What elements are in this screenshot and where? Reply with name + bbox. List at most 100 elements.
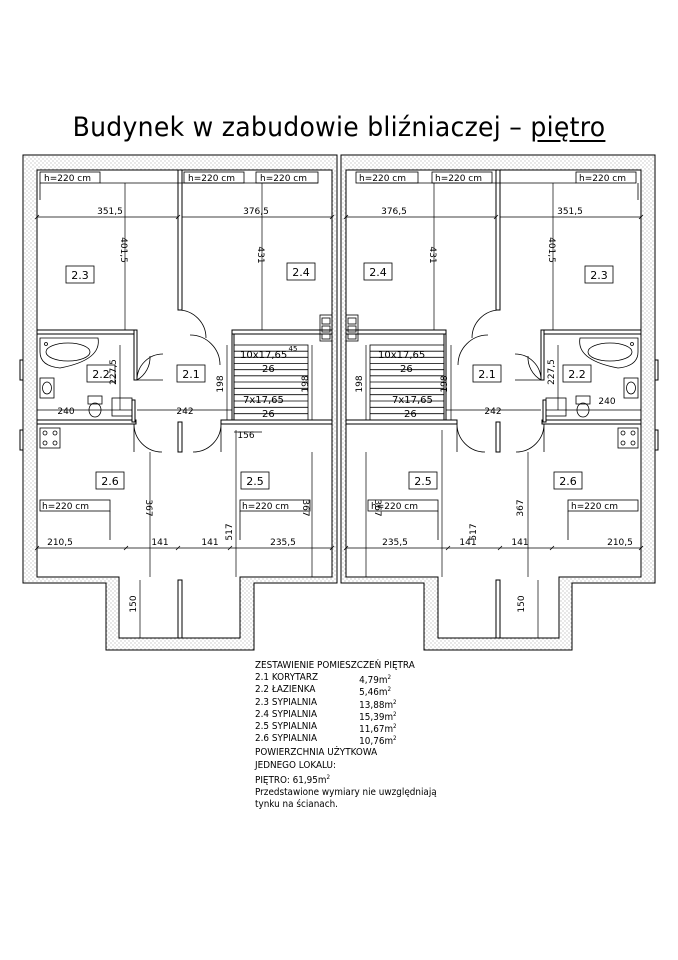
dimension-value: 150 <box>517 595 527 612</box>
room-label: 2.1 <box>478 368 496 381</box>
dimension-value: 242 <box>176 407 193 417</box>
room-area: 5,46m <box>359 687 388 699</box>
room-name: 2.2 ŁAZIENKA <box>255 684 316 696</box>
floor-area-value: PIĘTRO: 61,95m <box>255 774 327 786</box>
plan-title: Budynek w zabudowie bliźniaczej – piętro <box>24 112 655 143</box>
dimension-value: 141 <box>151 538 168 548</box>
dimension-value: 198 <box>355 375 365 392</box>
stair-label: 26 <box>262 409 275 420</box>
left-stairs <box>233 344 309 421</box>
dimension-value: 210,5 <box>47 538 73 548</box>
usable-area-label-2: JEDNEGO LOKALU: <box>255 759 336 771</box>
dimension-value: 150 <box>129 595 139 612</box>
room-label: 2.4 <box>369 266 387 279</box>
ceiling-height-note: h=220 cm <box>359 174 406 184</box>
left-room-label-boxes <box>65 262 316 490</box>
room-name: 2.6 SYPIALNIA <box>255 733 318 745</box>
stair-label: 7x17,65 <box>392 395 433 406</box>
ceiling-height-note: h=220 cm <box>435 174 482 184</box>
dimension-value: 367 <box>143 499 153 516</box>
room-schedule-heading: ZESTAWIENIE POMIESZCZEŃ PIĘTRA <box>255 660 415 671</box>
dimension-value: 367 <box>372 499 382 516</box>
room-name: 2.1 KORYTARZ <box>255 672 319 684</box>
dimension-value: 376,5 <box>243 207 269 217</box>
stair-label: 26 <box>262 364 275 375</box>
left-dimension-lines <box>37 183 332 638</box>
room-label: 2.1 <box>182 368 200 381</box>
dimension-value: 367 <box>300 499 310 516</box>
plan-title-floor: piętro <box>530 112 606 143</box>
right-ceiling-height-notes <box>355 171 639 540</box>
dimension-value: 227,5 <box>109 359 119 385</box>
room-label: 2.5 <box>246 475 264 488</box>
dimension-value: 198 <box>440 375 450 392</box>
room-name: 2.5 SYPIALNIA <box>255 720 318 732</box>
left-interior-walls <box>19 169 333 639</box>
plaster-note-line-2: tynku na ścianach. <box>255 799 338 811</box>
dimension-value: 517 <box>225 523 235 540</box>
left-exterior-wall <box>22 154 338 651</box>
ceiling-height-note: h=220 cm <box>242 502 289 512</box>
dimension-value: 431 <box>255 246 265 263</box>
dimension-value: 210,5 <box>607 538 633 548</box>
area-exponent: 2 <box>387 686 392 694</box>
room-label: 2.4 <box>292 266 310 279</box>
area-exponent: 2 <box>393 698 397 706</box>
ceiling-height-note: h=220 cm <box>42 502 89 512</box>
right-bathtub <box>579 337 639 369</box>
dimension-value: 198 <box>216 375 226 392</box>
dimension-value: 141 <box>201 538 218 548</box>
dimension-value: 156 <box>237 431 254 441</box>
dimension-value: 351,5 <box>97 207 123 217</box>
stair-label: 10x17,65 <box>378 350 425 361</box>
room-schedule-row: 2.2 ŁAZIENKA 5,46m2 <box>255 684 437 699</box>
room-label: 2.5 <box>414 475 432 488</box>
dimension-value: 367 <box>516 499 526 516</box>
dimension-value: 376,5 <box>381 207 407 217</box>
dimension-value: 45 <box>289 345 298 353</box>
left-chimney <box>319 314 333 342</box>
left-radiator <box>39 427 61 449</box>
area-exponent: 2 <box>326 773 331 781</box>
room-area: 15,39m <box>359 711 394 723</box>
left-toilet <box>87 395 133 418</box>
room-label: 2.2 <box>568 368 586 381</box>
usable-area-label: POWIERZCHNIA UŻYTKOWA <box>255 747 378 759</box>
dimension-value: 401,5 <box>546 237 556 263</box>
right-dimension-lines <box>346 183 641 638</box>
room-label: 2.2 <box>92 368 110 381</box>
room-schedule-row: 2.1 KORYTARZ 4,79m2 <box>255 672 437 687</box>
stair-label: 26 <box>404 409 417 420</box>
right-dimension-ticks <box>343 214 644 551</box>
left-bathtub <box>39 337 99 369</box>
right-chimney <box>345 314 359 342</box>
left-ceiling-height-notes <box>39 171 319 540</box>
right-unit: 2.4 2.3 2.1 2.2 2.5 2.6 h=220 cm h=220 c… <box>340 154 659 651</box>
right-sink <box>623 377 639 399</box>
dimension-value: 198 <box>301 375 311 392</box>
dimension-value: 235,5 <box>270 538 296 548</box>
left-door-swings <box>133 309 222 453</box>
room-area: 11,67m <box>359 724 394 736</box>
right-interior-walls <box>345 169 659 639</box>
area-exponent: 2 <box>387 674 392 682</box>
right-toilet <box>545 395 591 418</box>
area-exponent: 2 <box>393 710 397 718</box>
ceiling-height-note: h=220 cm <box>579 174 626 184</box>
dimension-value: 240 <box>57 407 74 417</box>
right-door-swings <box>456 309 545 453</box>
ceiling-height-note: h=220 cm <box>571 502 618 512</box>
dimension-value: 401,5 <box>118 237 128 263</box>
room-area: 13,88m <box>359 699 394 711</box>
dimension-value: 141 <box>459 538 476 548</box>
room-label: 2.3 <box>590 269 608 282</box>
floor-area-total: PIĘTRO: 61,95m2 <box>255 772 437 787</box>
left-unit: 2.3 2.4 2.2 2.1 2.6 2.5 h=220 cm h=220 c… <box>19 154 338 651</box>
room-label: 2.3 <box>71 269 89 282</box>
dimension-value: 227,5 <box>547 359 557 385</box>
ceiling-height-note: h=220 cm <box>188 174 235 184</box>
room-area: 4,79m <box>359 675 388 687</box>
